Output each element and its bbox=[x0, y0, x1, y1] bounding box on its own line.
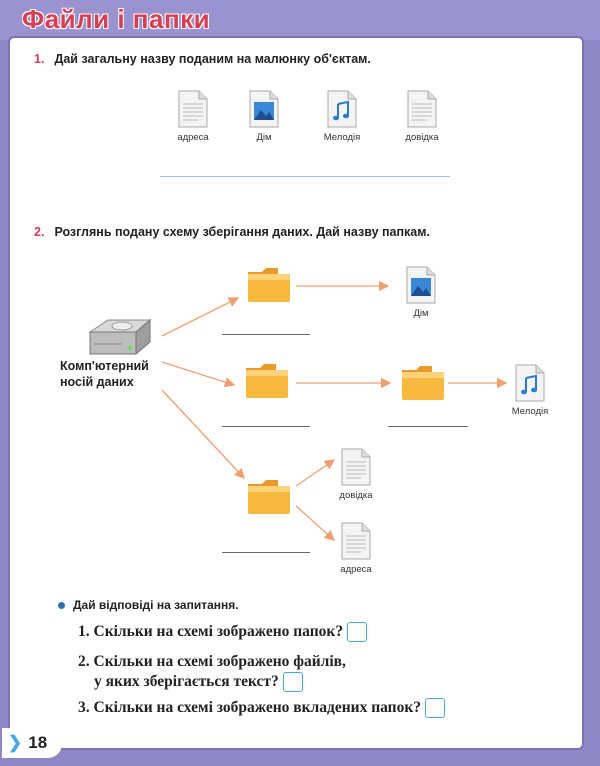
file-adresa-top: адреса bbox=[163, 90, 223, 143]
text-file-icon bbox=[407, 90, 437, 128]
question-1-text: 1. Скільки на схемі зображено папок? bbox=[78, 623, 344, 640]
file-label: адреса bbox=[340, 564, 372, 575]
question-1: 1. Скільки на схемі зображено папок? bbox=[78, 622, 368, 643]
folder-3-name-line[interactable] bbox=[222, 552, 310, 553]
file-label: довідка bbox=[339, 490, 373, 501]
arrow-folder-3-to-adresa bbox=[295, 505, 335, 541]
worksheet-card bbox=[8, 36, 584, 750]
drive-label: Комп'ютерний носій даних bbox=[60, 358, 170, 390]
arrow-folder-3-to-dovidka bbox=[295, 459, 336, 487]
image-file-icon bbox=[249, 90, 279, 128]
file-label: Мелодія bbox=[323, 132, 361, 143]
answer-box-2[interactable] bbox=[282, 672, 303, 693]
answer-box-3[interactable] bbox=[425, 698, 446, 719]
folder-2-name-line[interactable] bbox=[222, 426, 310, 427]
file-dim-top: Дім bbox=[234, 90, 294, 143]
question-2: 2. Скільки на схемі зображено файлів, у … bbox=[78, 652, 346, 693]
file-melody-top: Мелодія bbox=[312, 90, 372, 143]
top-band bbox=[0, 0, 600, 40]
folder-icon bbox=[248, 268, 290, 302]
subfolder-name-line[interactable] bbox=[388, 426, 468, 427]
file-dovidka-top: довідка bbox=[392, 90, 452, 143]
page-number-text: 18 bbox=[28, 733, 48, 752]
arrow-drive-to-folder-1 bbox=[161, 297, 240, 337]
text-file-icon bbox=[341, 522, 371, 560]
question-3: 3. Скільки на схемі зображено вкладених … bbox=[78, 698, 446, 719]
music-file-icon bbox=[327, 90, 357, 128]
task-2-text: Розглянь подану схему зберігання даних. … bbox=[54, 225, 430, 239]
answer-box-1[interactable] bbox=[347, 622, 368, 643]
scheme-file-melody: Мелодія bbox=[500, 364, 560, 417]
questions-intro: Дай відповіді на запитання. bbox=[58, 598, 239, 612]
question-2-line-2: у яких зберігається текст? bbox=[94, 673, 279, 690]
arrow-drive-to-folder-2 bbox=[161, 361, 236, 388]
scheme-file-adresa: адреса bbox=[326, 522, 386, 575]
task-1: 1. Дай загальну назву поданим на малюнку … bbox=[34, 52, 371, 66]
hard-drive-icon bbox=[88, 318, 152, 356]
chevron-right-icon: ❯ bbox=[8, 733, 23, 752]
image-file-icon bbox=[406, 266, 436, 304]
task-1-text: Дай загальну назву поданим на малюнку об… bbox=[54, 52, 371, 66]
drive-label-line-2: носій даних bbox=[60, 375, 134, 389]
page-number: ❯ 18 bbox=[2, 728, 62, 758]
arrow-drive-to-folder-3 bbox=[161, 389, 245, 479]
text-file-icon bbox=[341, 448, 371, 486]
task-2-number: 2. bbox=[34, 225, 45, 239]
scheme-file-dovidka: довідка bbox=[326, 448, 386, 501]
drive-label-line-1: Комп'ютерний bbox=[60, 359, 149, 373]
folder-icon bbox=[402, 366, 444, 400]
file-label: довідка bbox=[405, 132, 439, 143]
scheme-file-dim: Дім bbox=[391, 266, 451, 319]
music-file-icon bbox=[515, 364, 545, 402]
task-1-number: 1. bbox=[34, 52, 45, 66]
bullet-dot-icon bbox=[58, 602, 65, 610]
task-1-answer-line[interactable] bbox=[160, 176, 450, 177]
folder-1-name-line[interactable] bbox=[222, 334, 310, 335]
file-label: Дім bbox=[413, 308, 429, 319]
question-2-line-1: 2. Скільки на схемі зображено файлів, bbox=[78, 653, 346, 670]
question-3-text: 3. Скільки на схемі зображено вкладених … bbox=[78, 699, 422, 716]
page-title: Файли і папки bbox=[22, 4, 211, 34]
file-label: адреса bbox=[177, 132, 209, 143]
folder-icon bbox=[248, 480, 290, 514]
text-file-icon bbox=[178, 90, 208, 128]
folder-icon bbox=[246, 364, 288, 398]
questions-intro-text: Дай відповіді на запитання. bbox=[73, 598, 239, 612]
file-label: Дім bbox=[256, 132, 272, 143]
task-2: 2. Розглянь подану схему зберігання даних… bbox=[34, 225, 430, 239]
file-label: Мелодія bbox=[511, 406, 549, 417]
